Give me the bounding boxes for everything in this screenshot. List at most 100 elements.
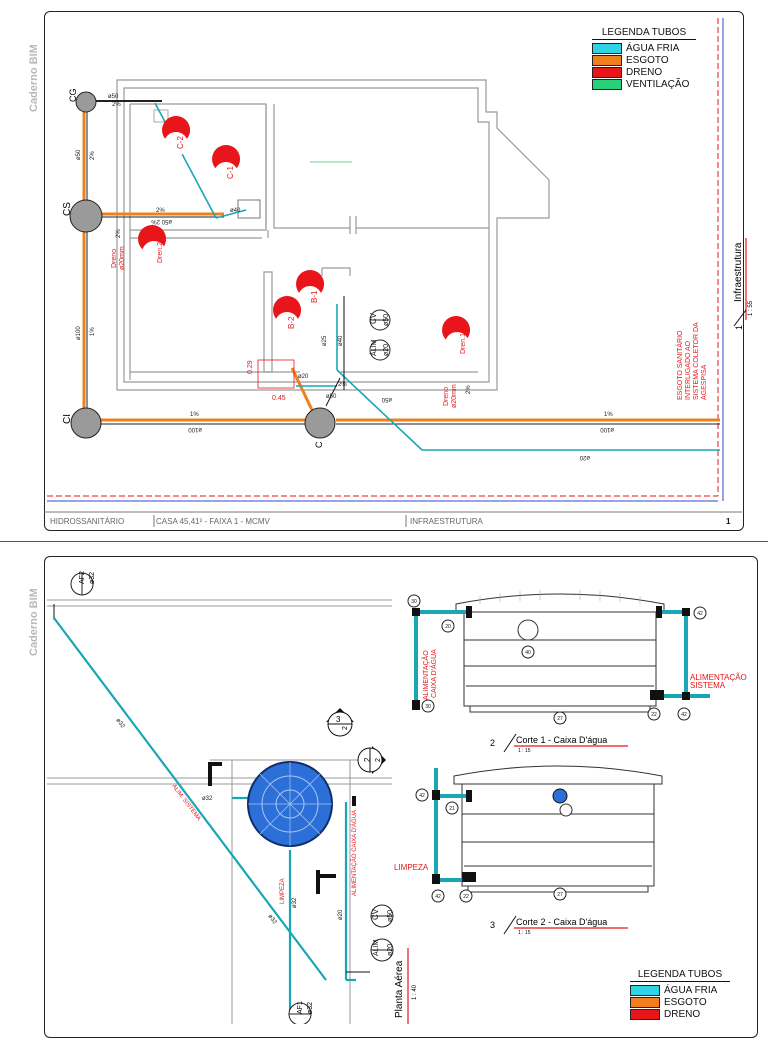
lbl-d20b: ø20: [298, 374, 309, 380]
sheet-separator: [0, 541, 768, 542]
bubble-22b: 22: [463, 894, 469, 900]
tag-af2: AF2: [79, 571, 86, 584]
bubble-30b: 30: [425, 704, 431, 710]
section-3-ref: 2: [342, 726, 349, 730]
bubble-27a: 27: [557, 716, 563, 722]
legend-1-item: DRENO: [592, 66, 696, 78]
s2-alim-caixa: ALIMENTAÇÃO CAIXA D'ÁGUA: [351, 810, 358, 896]
tag-c1: C-1: [226, 166, 235, 179]
legend-1-item: ESGOTO: [592, 54, 696, 66]
corte1-scale: 1 : 15: [518, 748, 531, 754]
lbl-pct1c: 1%: [604, 412, 613, 418]
lbl-d40: ø40: [230, 208, 241, 214]
legend-1: LEGENDA TUBOS ÁGUA FRIA ESGOTO DRENO VEN…: [592, 27, 696, 90]
corte1-alim-caixa-2: CAIXA D'ÁGUA: [429, 649, 438, 698]
lbl-d40b: ø40: [338, 335, 344, 346]
legend-swatch-ventilacao: [592, 78, 622, 90]
tb-col3: INFRAESTRUTURA: [410, 517, 484, 526]
legend-2-item: ESGOTO: [630, 996, 730, 1008]
legend-2-title: LEGENDA TUBOS: [630, 969, 730, 982]
tag-dren1: Dren.1: [460, 333, 467, 354]
bubble-21: 21: [449, 806, 455, 812]
lbl-d50c: ø50 2%: [151, 218, 172, 224]
lbl-pct2e: 2%: [116, 229, 122, 238]
view-scale-1: 1 : 55: [748, 300, 754, 316]
bubble-27b: 27: [557, 892, 563, 898]
view-title-1: Infraestrutura: [733, 242, 744, 302]
bubble-30a: 30: [411, 599, 417, 605]
s2-lbl-d32a: ø32: [114, 718, 125, 730]
corte1-num: 2: [490, 738, 495, 748]
lbl-d25: ø25: [322, 335, 328, 346]
lbl-pct2d: 2%: [338, 382, 347, 388]
corte1-alim-sist-2: SISTEMA: [690, 681, 726, 690]
legend-1-item: VENTILAÇÃO: [592, 78, 696, 90]
lbl-d50b: ø50: [76, 149, 82, 160]
s2-lbl-d20: ø20: [338, 909, 344, 920]
s2-alim-sistema: ALIM. SISTEMA: [170, 784, 201, 823]
s2-lbl-d32d: ø32: [292, 897, 298, 908]
tag-b2: B-2: [287, 316, 296, 329]
view-num-1: 1: [734, 325, 744, 330]
tag-alim: ÁLIM: [369, 339, 378, 356]
bubble-42c: 42: [419, 793, 425, 799]
lbl-pct2a: 2%: [112, 102, 121, 108]
corte2-num: 3: [490, 920, 495, 930]
lbl-pct2b: 2%: [90, 151, 96, 160]
corte1-alim-sist-1: ALIMENTAÇÃO: [690, 673, 747, 682]
lbl-d50e: ø50: [381, 396, 392, 402]
box-cg-label: CG: [68, 89, 78, 103]
lbl-dreno1b: ø20mm: [451, 384, 458, 408]
note-line1: ESGOTO SANITÁRIO: [675, 330, 684, 400]
tag-b1: B-1: [310, 290, 319, 303]
bubble-20: 20: [445, 624, 451, 630]
lbl-d50d: ø50: [326, 394, 337, 400]
corte2-limpeza: LIMPEZA: [394, 863, 429, 872]
s2-lbl-d32c: ø32: [266, 914, 277, 926]
infraestrutura-plan: CG CS CI C C-2 C-1 Dren.2 B-1 B-2 Dren.1…: [44, 18, 754, 527]
tag-dren2: Dren.2: [157, 242, 164, 263]
lbl-pct1b: 1%: [190, 412, 199, 418]
lbl-d100a: ø100: [76, 326, 82, 340]
legend2-swatch-dreno: [630, 1008, 660, 1020]
s2-limpeza: LIMPEZA: [280, 878, 286, 904]
box-cs: [69, 199, 103, 233]
section-3-num: 3: [336, 715, 341, 724]
s2-lbl-d32b: ø32: [202, 796, 213, 802]
note-line2: INTERLIGADO AO: [685, 340, 692, 400]
tag-cv-d: ø50: [383, 314, 390, 326]
tb-col1: HIDROSSANITÁRIO: [50, 517, 124, 526]
box-cg: [75, 91, 97, 113]
bubble-42a: 42: [681, 712, 687, 718]
lbl-dim1: 0.29: [247, 360, 254, 374]
planta-title: Planta Aérea: [394, 960, 405, 1018]
s2-tag-cv-d: ø50: [387, 910, 394, 922]
lbl-pct1a: 1%: [90, 327, 96, 336]
lbl-d50a: ø50: [108, 94, 119, 100]
legend-2-item: DRENO: [630, 1008, 730, 1020]
lbl-dreno1: Dreno: [443, 387, 450, 406]
legend-1-item: ÁGUA FRIA: [592, 42, 696, 54]
bubble-22: 22: [651, 712, 657, 718]
lbl-dim2: 0.45: [272, 395, 286, 402]
tag-cv: CV: [369, 312, 378, 324]
corte2-scale: 1 : 15: [518, 930, 531, 936]
s2-tag-cv: CV: [371, 908, 380, 920]
legend-swatch-agua-fria: [592, 42, 622, 54]
tag-af1: AF1: [297, 1001, 304, 1014]
lbl-pct2f: 2%: [466, 385, 472, 394]
box-ci-label: CI: [62, 414, 73, 424]
tb-page: 1: [726, 517, 731, 526]
lbl-d100b: ø100: [188, 426, 202, 432]
legend-swatch-dreno: [592, 66, 622, 78]
lbl-d100c: ø100: [600, 426, 614, 432]
box-c: [304, 407, 336, 439]
tag-alim-d: ø20: [383, 344, 390, 356]
corte2-title: Corte 2 - Caixa D'água: [516, 917, 607, 927]
tag-af2-d: ø32: [89, 572, 96, 584]
legend-1-title: LEGENDA TUBOS: [592, 27, 696, 40]
bubble-42d: 42: [435, 894, 441, 900]
bubble-42b: 42: [697, 611, 703, 617]
tb-col2: CASA 45,41² - FAIXA 1 - MCMV: [156, 517, 270, 526]
